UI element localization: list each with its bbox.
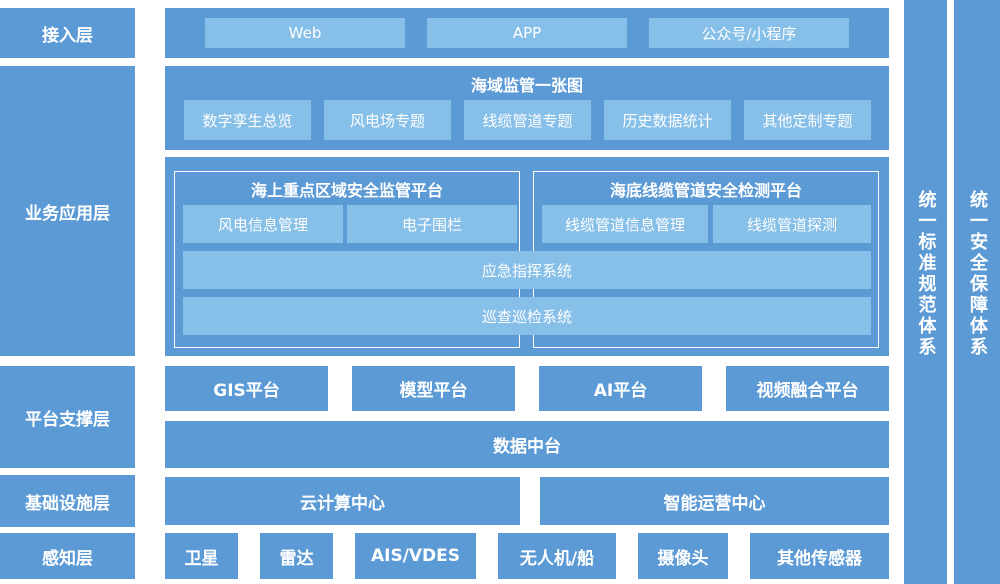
layer-label-business: 业务应用层 (0, 66, 135, 356)
cable-platform-item-info: 线缆管道信息管理 (542, 205, 708, 243)
standard-system-column: 统一标准规范体系 (904, 0, 947, 584)
perception-item-other: 其他传感器 (750, 533, 889, 579)
standard-system-label: 统一标准规范体系 (915, 190, 937, 358)
access-item-app: APP (427, 18, 627, 48)
platform-item-model: 模型平台 (352, 366, 515, 411)
sea-map-panel: 海域监管一张图 数字孪生总览 风电场专题 线缆管道专题 历史数据统计 其他定制专… (165, 66, 889, 150)
perception-item-radar: 雷达 (260, 533, 333, 579)
layer-label-infrastructure: 基础设施层 (0, 475, 135, 527)
layer-label-perception: 感知层 (0, 533, 135, 579)
sea-map-item-cable: 线缆管道专题 (464, 100, 591, 140)
perception-item-ais: AIS/VDES (355, 533, 476, 579)
platform-item-video: 视频融合平台 (726, 366, 889, 411)
platforms-panel: 海上重点区域安全监管平台 海底线缆管道安全检测平台 风电信息管理 电子围栏 线缆… (165, 157, 889, 356)
access-item-miniprogram: 公众号/小程序 (649, 18, 849, 48)
emergency-command-system: 应急指挥系统 (183, 251, 871, 289)
access-layer-panel: Web APP 公众号/小程序 (165, 8, 889, 58)
sea-map-item-custom: 其他定制专题 (744, 100, 871, 140)
sea-map-title: 海域监管一张图 (470, 76, 583, 95)
infra-item-cloud: 云计算中心 (165, 477, 520, 525)
perception-item-satellite: 卫星 (165, 533, 238, 579)
sea-map-item-history: 历史数据统计 (604, 100, 731, 140)
data-center: 数据中台 (165, 421, 889, 468)
sea-map-item-digital-twin: 数字孪生总览 (184, 100, 311, 140)
sea-map-item-wind-farm: 风电场专题 (324, 100, 451, 140)
security-system-column: 统一安全保障体系 (954, 0, 1000, 584)
infra-item-operations: 智能运营中心 (540, 477, 889, 525)
sea-platform-item-fence: 电子围栏 (347, 205, 517, 243)
cable-platform-item-detect: 线缆管道探测 (713, 205, 871, 243)
perception-item-drone: 无人机/船 (498, 533, 616, 579)
patrol-inspection-system: 巡查巡检系统 (183, 297, 871, 335)
security-system-label: 统一安全保障体系 (967, 190, 988, 358)
layer-label-access: 接入层 (0, 8, 135, 58)
access-item-web: Web (205, 18, 405, 48)
layer-label-platform: 平台支撑层 (0, 366, 135, 468)
sea-platform-item-wind-info: 风电信息管理 (183, 205, 343, 243)
perception-item-camera: 摄像头 (638, 533, 728, 579)
cable-platform-title: 海底线缆管道安全检测平台 (609, 181, 802, 200)
platform-item-ai: AI平台 (539, 366, 702, 411)
sea-platform-title: 海上重点区域安全监管平台 (250, 181, 443, 200)
platform-item-gis: GIS平台 (165, 366, 328, 411)
